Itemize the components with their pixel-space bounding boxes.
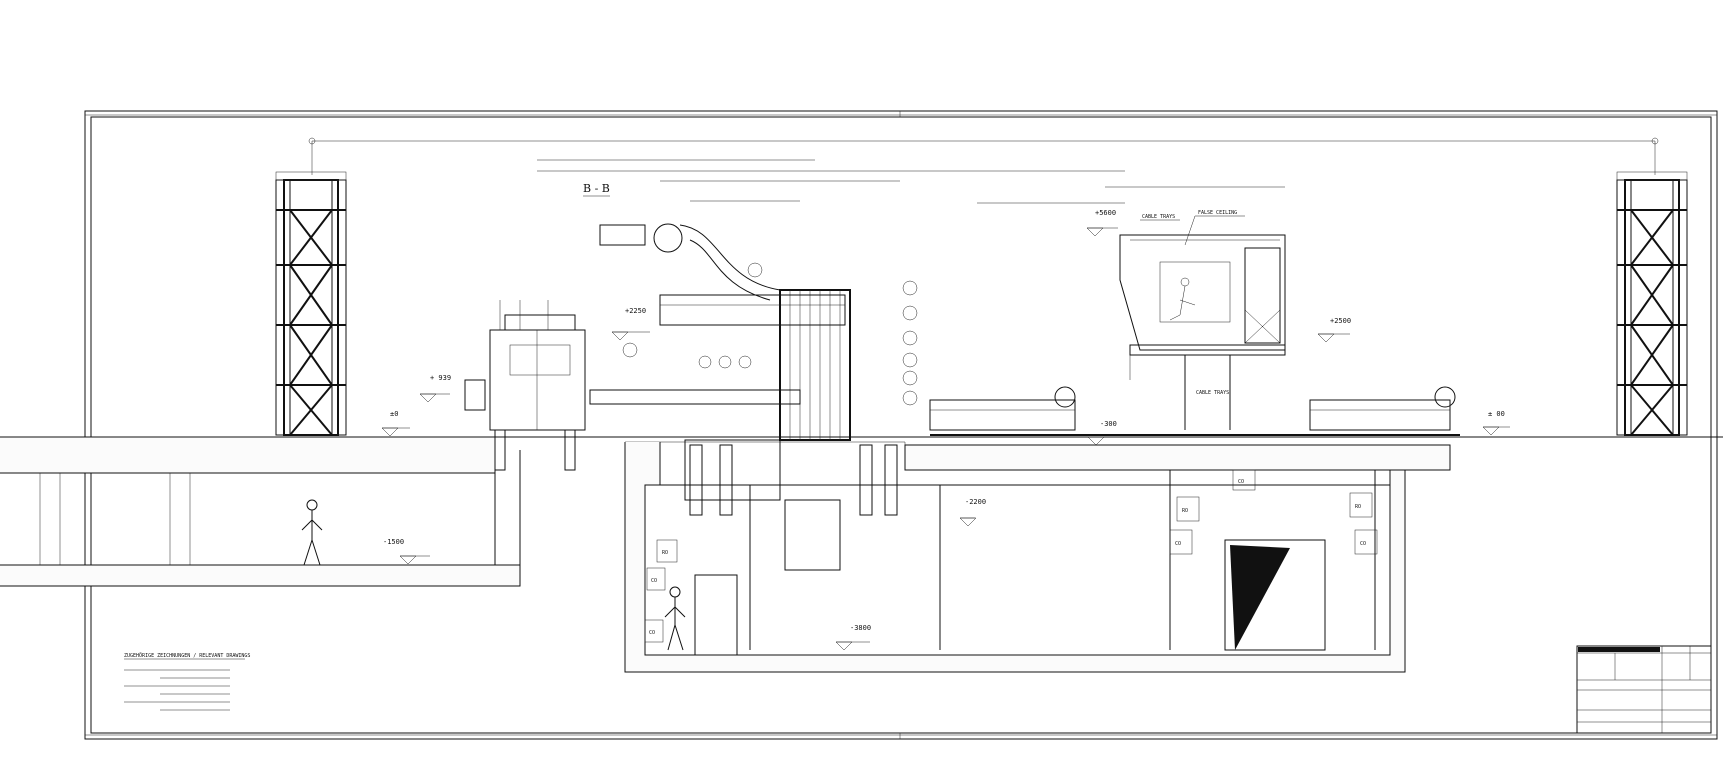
- room-code-ro-left: RO: [662, 550, 668, 556]
- drive-unit: [464, 300, 586, 471]
- callout-false-ceiling: FALSE CEILING: [1198, 210, 1237, 216]
- callout-cable-trays-bottom: CABLE TRAYS: [1196, 390, 1229, 396]
- room-code-co-right2: CO: [1360, 541, 1366, 547]
- level-minus3800: -3800: [850, 624, 871, 632]
- level-plus2500: +2500: [1330, 317, 1351, 325]
- section-label: B - B: [583, 182, 610, 195]
- level-plus5600: +5600: [1095, 209, 1116, 217]
- overall-dimension: [308, 137, 1659, 204]
- room-code-co-right: CO: [1175, 541, 1181, 547]
- level-plus0-00: ± 00: [1488, 410, 1505, 418]
- relevant-drawings-heading: ZUGEHÖRIGE ZEICHNUNGEN / RELEVANT DRAWIN…: [124, 652, 250, 659]
- room-code-co-left2: CO: [649, 630, 655, 636]
- level-plus0: ±0: [390, 410, 398, 418]
- room-code-ro-right: RO: [1182, 508, 1188, 514]
- level-plus939: + 939: [430, 374, 451, 382]
- right-tower: [1616, 171, 1688, 436]
- level-minus2200: -2200: [965, 498, 986, 506]
- roller-tables: [929, 386, 1460, 436]
- callout-cable-trays-top: CABLE TRAYS: [1142, 214, 1175, 220]
- level-minus300: -300: [1100, 420, 1117, 428]
- drawing-frame: [84, 110, 1718, 740]
- level-markers: [381, 227, 1510, 651]
- doors: [694, 539, 1326, 656]
- level-minus1500: -1500: [383, 538, 404, 546]
- level-plus2250: +2250: [625, 307, 646, 315]
- left-tower: [275, 171, 347, 436]
- relevant-drawings-block: [124, 658, 245, 711]
- room-code-ro-right2: RO: [1355, 504, 1361, 510]
- control-pulpit: [1119, 234, 1286, 430]
- room-code-co-left: CO: [651, 578, 657, 584]
- room-code-co-mid: CO: [1238, 479, 1244, 485]
- room-code-boxes: [644, 469, 1378, 643]
- worker-figures: [301, 499, 686, 651]
- main-stand: [589, 223, 918, 571]
- title-block: [1576, 645, 1712, 734]
- foundation: [0, 436, 1723, 673]
